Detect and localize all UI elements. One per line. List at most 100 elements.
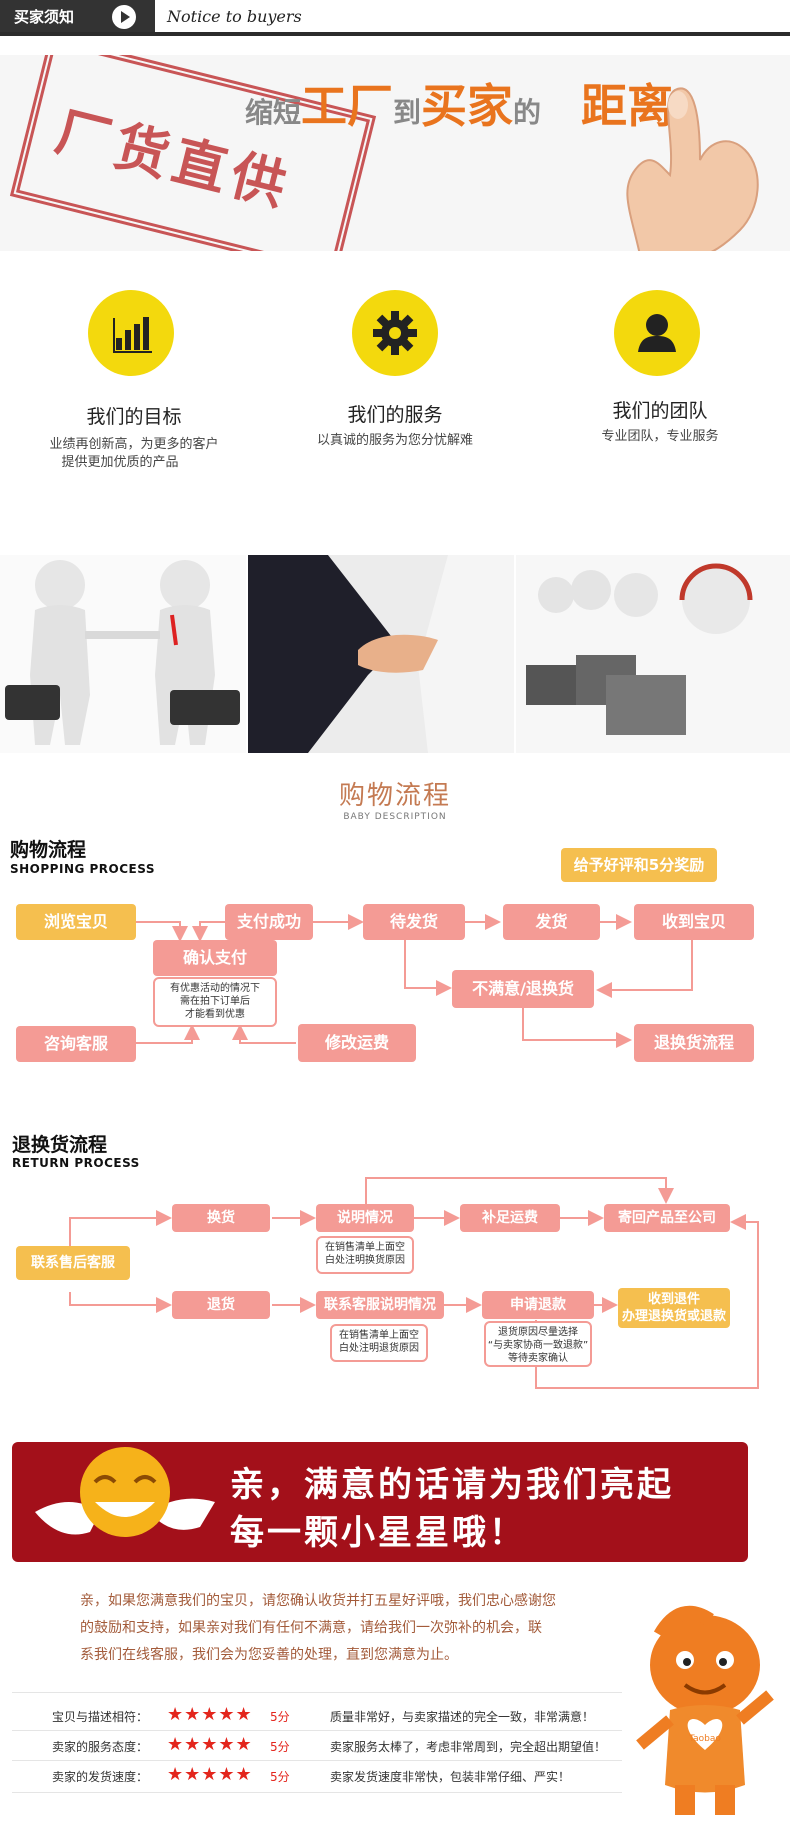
- slogan-part: 的: [513, 96, 542, 129]
- hand-gesture-image: [626, 87, 759, 251]
- note-line: 等待卖家确认: [508, 1353, 568, 1364]
- rating-row: 宝贝与描述相符： ★★★★★ 5分 质量非常好，与卖家描述的完全一致，非常满意！: [12, 1700, 622, 1730]
- rating-score: 5分: [270, 1710, 290, 1724]
- pillar-title: 我们的目标: [86, 406, 182, 428]
- gear-icon: [352, 290, 438, 376]
- rating-row: 卖家的发货速度： ★★★★★ 5分 卖家发货速度非常快，包装非常仔细、严实！: [12, 1760, 622, 1790]
- step-contact-cs: 联系客服说明情况: [316, 1291, 444, 1319]
- step-explain: 说明情况: [316, 1204, 414, 1232]
- rating-divider: [12, 1730, 622, 1731]
- photo-call-center: [516, 555, 790, 753]
- step-paid: 支付成功: [225, 904, 313, 940]
- rating-divider: [12, 1792, 622, 1793]
- section-heading-en: BABY DESCRIPTION: [343, 812, 447, 822]
- factory-banner: 厂货直供 缩短工厂到买家的距离: [0, 55, 790, 251]
- step-modify-fee: 修改运费: [298, 1024, 416, 1062]
- rating-stars: ★★★★★: [167, 1764, 253, 1785]
- rating-score: 5分: [270, 1770, 290, 1784]
- refund-note: 在销售清单上面空 白处注明退货原因: [330, 1324, 428, 1362]
- pillar-subtitle: 专业团队，专业服务: [601, 429, 719, 444]
- section-heading: 购物流程 BABY DESCRIPTION: [0, 775, 790, 822]
- step-apply-refund: 申请退款: [482, 1291, 594, 1319]
- rating-label: 卖家的服务态度：: [52, 1740, 149, 1754]
- note-line: 白处注明换货原因: [325, 1255, 405, 1266]
- note-line: 白处注明退货原因: [339, 1343, 419, 1354]
- rating-divider: [12, 1760, 622, 1761]
- return-title-en: RETURN PROCESS: [12, 1156, 140, 1170]
- reward-badge: 给予好评和5分奖励: [561, 848, 717, 882]
- mascot-heart-text: Taobao: [688, 1734, 721, 1744]
- step-contact-aftersale: 联系售后客服: [16, 1246, 130, 1280]
- thank-you-paragraph: 亲，如果您满意我们的宝贝，请您确认收货并打五星好评哦，我们忠心感谢您 的鼓励和支…: [80, 1588, 610, 1669]
- header-label: 买家须知: [14, 8, 75, 26]
- note-line: 才能看到优惠: [185, 1009, 245, 1020]
- refund-line: 收到退件: [647, 1292, 700, 1307]
- step-received-refund: 收到退件 办理退换货或退款: [618, 1288, 730, 1328]
- step-browse: 浏览宝贝: [16, 904, 136, 940]
- discount-note: 有优惠活动的情况下 需在拍下订单后 才能看到优惠: [153, 977, 277, 1027]
- section-heading-cn: 购物流程: [338, 781, 451, 811]
- photo-handshake-business: [248, 555, 514, 753]
- paragraph-line: 系我们在线客服，我们会为您妥善的处理，直到您满意为止。: [80, 1647, 458, 1663]
- slogan-part: 工厂: [301, 79, 394, 133]
- rating-desc: 质量非常好，与卖家描述的完全一致，非常满意！: [330, 1710, 595, 1724]
- slogan-part: 买家: [421, 79, 514, 133]
- paragraph-line: 的鼓励和支持，如果亲对我们有任何不满意，请给我们一次弥补的机会，联: [80, 1620, 542, 1636]
- step-ship: 发货: [503, 904, 600, 940]
- smiley-icon: [35, 1447, 215, 1537]
- note-line: 退货原因尽量选择: [498, 1327, 578, 1338]
- step-send-back: 寄回产品至公司: [604, 1204, 730, 1232]
- rating-stars: ★★★★★: [167, 1734, 253, 1755]
- rating-label: 宝贝与描述相符：: [52, 1710, 149, 1724]
- refund-line: 办理退换货或退款: [621, 1309, 726, 1324]
- rating-row: 卖家的服务态度： ★★★★★ 5分 卖家服务太棒了，考虑非常周到，完全超出期望值…: [12, 1730, 622, 1760]
- play-icon[interactable]: [112, 5, 136, 29]
- rating-desc: 卖家发货速度非常快，包装非常仔细、严实！: [330, 1770, 571, 1784]
- bar-chart-icon: [88, 290, 174, 376]
- step-unhappy: 不满意/退换货: [452, 970, 594, 1008]
- rating-label: 卖家的发货速度：: [52, 1770, 149, 1784]
- step-confirm-pay: 确认支付: [153, 940, 277, 976]
- pillar-title: 我们的服务: [347, 404, 443, 426]
- note-line: 需在拍下订单后: [180, 996, 250, 1007]
- photo-handshake-figures: [0, 555, 246, 753]
- rating-stars: ★★★★★: [167, 1704, 253, 1725]
- step-wait-ship: 待发货: [363, 904, 465, 940]
- note-line: 在销售清单上面空: [339, 1330, 419, 1341]
- note-line: “与卖家协商一致退款”: [487, 1340, 589, 1351]
- step-return-flow: 退换货流程: [634, 1024, 754, 1062]
- step-refund: 退货: [172, 1291, 270, 1319]
- shopping-flow-arrows: [136, 914, 693, 1048]
- slogan-part: 到: [393, 96, 422, 129]
- pillar-subtitle: 提供更加优质的产品: [61, 455, 179, 470]
- refund-apply-note: 退货原因尽量选择 “与卖家协商一致退款” 等待卖家确认: [484, 1321, 592, 1367]
- exchange-note: 在销售清单上面空 白处注明换货原因: [316, 1236, 414, 1274]
- pillar-title: 我们的团队: [612, 400, 708, 422]
- header-notice: Notice to buyers: [167, 7, 302, 26]
- slogan-part: 距离: [581, 79, 674, 133]
- step-consult: 咨询客服: [16, 1026, 136, 1062]
- paragraph-line: 亲，如果您满意我们的宝贝，请您确认收货并打五星好评哦，我们忠心感谢您: [80, 1593, 556, 1609]
- pillar-subtitle: 以真诚的服务为您分忧解难: [316, 433, 473, 448]
- pillar-subtitle: 业绩再创新高，为更多的客户: [49, 437, 219, 452]
- note-line: 有优惠活动的情况下: [170, 983, 260, 994]
- shopping-title-en: SHOPPING PROCESS: [10, 862, 155, 876]
- slogan-part: 缩短: [245, 96, 302, 129]
- return-title: 退换货流程: [12, 1134, 108, 1156]
- step-received: 收到宝贝: [634, 904, 754, 940]
- header-divider: [0, 32, 790, 36]
- step-exchange: 换货: [172, 1204, 270, 1232]
- rating-divider: [12, 1692, 622, 1693]
- rating-desc: 卖家服务太棒了，考虑非常周到，完全超出期望值！: [330, 1740, 607, 1754]
- note-line: 在销售清单上面空: [325, 1242, 405, 1253]
- taobao-mascot-icon: Taobao: [636, 1605, 774, 1815]
- person-icon: [614, 290, 700, 376]
- banner-line-2: 每一颗小星星哦！: [230, 1513, 526, 1553]
- banner-line-1: 亲，满意的话请为我们亮起: [230, 1465, 674, 1505]
- step-add-fee: 补足运费: [460, 1204, 560, 1232]
- rating-request-banner: 亲，满意的话请为我们亮起 每一颗小星星哦！: [12, 1442, 748, 1562]
- shopping-title: 购物流程: [10, 839, 87, 861]
- rating-score: 5分: [270, 1740, 290, 1754]
- notice-header: 买家须知 Notice to buyers: [0, 0, 790, 36]
- banner-slogan: 缩短工厂到买家的 距离: [245, 70, 673, 136]
